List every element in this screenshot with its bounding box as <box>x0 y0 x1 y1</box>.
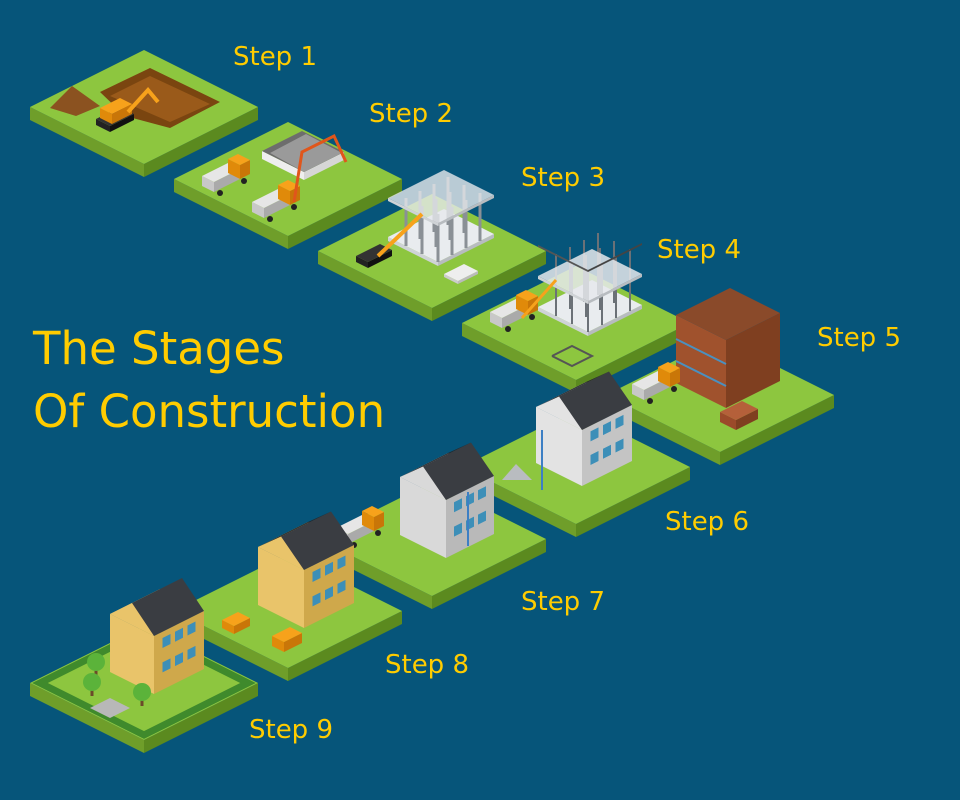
house-facade <box>400 442 494 558</box>
step-8-tile <box>174 511 402 681</box>
steel-beams <box>551 344 595 368</box>
step-5-label: Step 5 <box>816 323 902 353</box>
mobile-crane <box>490 290 538 332</box>
concrete-pump-truck <box>252 180 300 222</box>
road-roller <box>222 612 250 634</box>
brick-building <box>676 288 780 408</box>
step-7-label: Step 7 <box>520 587 606 617</box>
brick-pallet <box>720 401 758 430</box>
step-3-label: Step 3 <box>520 163 606 193</box>
step-2-label: Step 2 <box>368 99 454 129</box>
step-9-label: Step 9 <box>248 715 334 745</box>
finished-house <box>110 578 204 694</box>
step-2-tile <box>174 122 402 249</box>
house-finishing <box>258 511 354 628</box>
step-1-label: Step 1 <box>232 42 318 72</box>
concrete-mixer-truck <box>202 154 250 196</box>
step-6-label: Step 6 <box>664 507 750 537</box>
step-3-tile <box>318 170 546 321</box>
steel-frame-top <box>538 243 642 272</box>
title-line-2: Of Construction <box>33 385 386 438</box>
panel-stack <box>444 264 478 284</box>
tree <box>133 683 151 701</box>
tree <box>83 673 101 691</box>
tractor <box>272 627 302 652</box>
house-roofed <box>536 371 632 486</box>
paved-path <box>90 698 130 718</box>
step-6-tile <box>462 371 690 537</box>
step-4-tile <box>462 233 690 393</box>
cement-mixer-truck <box>632 362 680 404</box>
step-4-label: Step 4 <box>656 235 742 265</box>
title-line-1: The Stages <box>33 322 285 375</box>
hedge-border <box>32 627 256 739</box>
step-8-label: Step 8 <box>384 650 470 680</box>
sand-pile <box>502 464 532 480</box>
step-9-tile <box>30 578 258 753</box>
tree <box>87 653 105 671</box>
step-1-tile <box>30 50 258 177</box>
dirt-mound <box>50 86 100 116</box>
step-5-tile <box>606 288 834 465</box>
